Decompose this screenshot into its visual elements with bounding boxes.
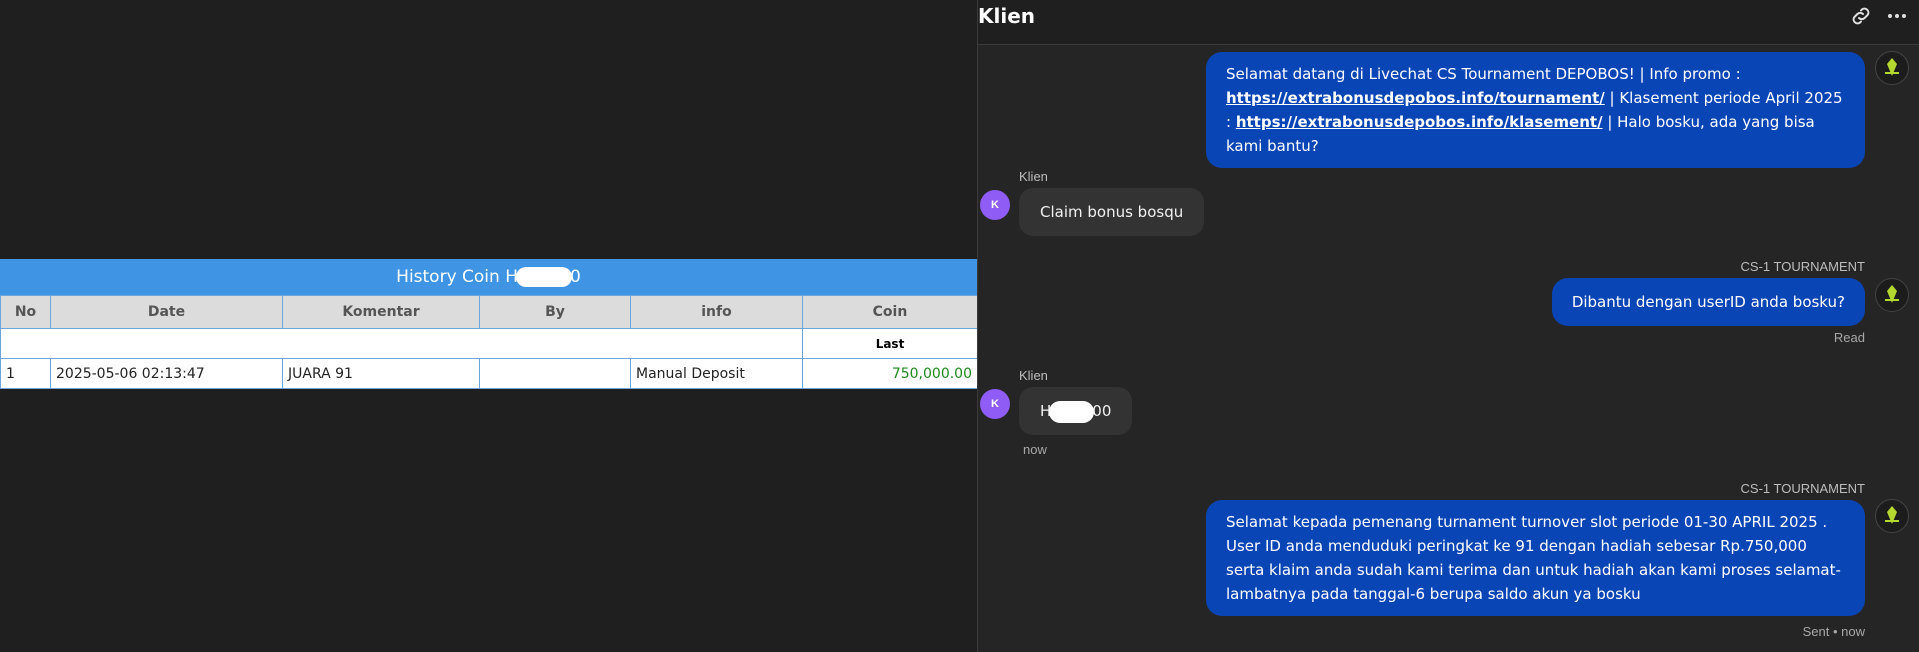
column-header-by: By	[479, 295, 631, 329]
history-table: No Date Komentar By info Coin Last 1 202…	[0, 295, 978, 389]
column-header-info: info	[630, 295, 803, 329]
table-row: 1 2025-05-06 02:13:47 JUARA 91 Manual De…	[0, 358, 978, 389]
more-options-icon[interactable]	[1885, 4, 1909, 28]
sender-name: CS-1 TOURNAMENT	[1740, 259, 1865, 274]
history-coin-table: History Coin H 0 No Date Komentar By info…	[0, 259, 978, 389]
subheader-last: Last	[802, 328, 978, 359]
message-incoming-userid: H 00	[1019, 387, 1133, 435]
read-status: Read	[1833, 330, 1865, 345]
chat-panel: Klien Selamat datang di Livechat CS Tour…	[977, 0, 1919, 652]
column-header-komentar: Komentar	[282, 295, 480, 329]
sent-status: Sent • now	[1802, 624, 1865, 639]
userid-suffix: 00	[1092, 402, 1112, 420]
sender-name: CS-1 TOURNAMENT	[1740, 481, 1865, 496]
link-icon[interactable]	[1849, 4, 1873, 28]
column-header-date: Date	[50, 295, 283, 329]
user-avatar: K	[980, 389, 1010, 419]
history-title-suffix: 0	[570, 267, 581, 287]
tournament-link[interactable]: https://extrabonusdepobos.info/tournamen…	[1226, 89, 1605, 107]
welcome-text-1: Selamat datang di Livechat CS Tournament…	[1226, 65, 1741, 83]
welcome-text-2: | Klasement periode April 2025 :	[1226, 89, 1843, 131]
chat-title: Klien	[978, 4, 1036, 28]
bot-avatar	[1875, 278, 1909, 312]
welcome-text-3: | Halo bosku, ada yang bisa kami bantu?	[1226, 113, 1815, 155]
cell-date: 2025-05-06 02:13:47	[50, 358, 283, 389]
cell-komentar: JUARA 91	[282, 358, 480, 389]
column-header-coin: Coin	[802, 295, 978, 329]
message-outgoing-welcome: Selamat datang di Livechat CS Tournament…	[1206, 52, 1865, 168]
message-outgoing: Dibantu dengan userID anda bosku?	[1551, 278, 1865, 326]
cell-by	[479, 358, 631, 389]
message-outgoing-congratulation: Selamat kepada pemenang turnament turnov…	[1206, 500, 1865, 616]
chat-header: Klien	[978, 0, 1919, 45]
column-header-no: No	[0, 295, 51, 329]
user-avatar: K	[980, 190, 1010, 220]
cell-no: 1	[0, 358, 51, 389]
userid-prefix: H	[1040, 402, 1052, 420]
sender-name: Klien	[1019, 368, 1048, 383]
bot-avatar	[1875, 51, 1909, 85]
redacted-userid	[1049, 400, 1095, 423]
redacted-username	[516, 267, 572, 287]
klasement-link[interactable]: https://extrabonusdepobos.info/klasement…	[1235, 113, 1603, 131]
history-title-prefix: History Coin H	[396, 267, 518, 287]
bot-avatar	[1875, 499, 1909, 533]
table-header-row: No Date Komentar By info Coin	[0, 295, 978, 329]
message-time: now	[1023, 442, 1047, 457]
history-title: History Coin H 0	[0, 259, 977, 295]
cell-coin: 750,000.00	[802, 358, 978, 389]
message-incoming: Claim bonus bosqu	[1019, 188, 1205, 236]
left-panel: History Coin H 0 No Date Komentar By info…	[0, 259, 978, 389]
sender-name: Klien	[1019, 169, 1048, 184]
cell-info: Manual Deposit	[630, 358, 803, 389]
table-subheader-row: Last	[0, 328, 978, 359]
subheader-empty-cell	[0, 328, 803, 359]
